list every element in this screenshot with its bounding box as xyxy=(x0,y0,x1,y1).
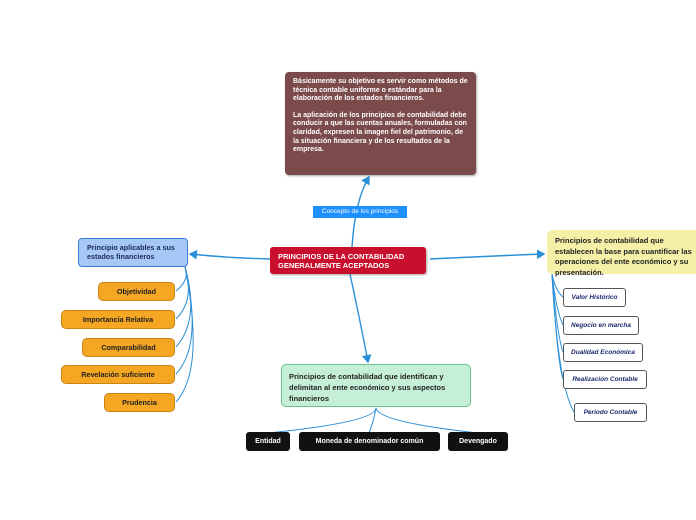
top-paragraph-2: La aplicación de los principios de conta… xyxy=(293,111,467,154)
link-bottom-3 xyxy=(375,407,479,434)
link-left-3 xyxy=(175,266,192,348)
top-paragraph-1: Básicamente su objetivo es servir como m… xyxy=(293,78,468,103)
bottom-child-devengado[interactable]: Devengado xyxy=(448,432,508,451)
right-child-realizacion-contable[interactable]: Realización Contable xyxy=(563,370,647,389)
right-child-negocio-en-marcha[interactable]: Negocio en marcha xyxy=(563,316,639,335)
link-left-4 xyxy=(175,266,193,375)
bottom-child-moneda-de-denominador-comun[interactable]: Moneda de denominador común xyxy=(299,432,440,451)
left-child-comparabilidad[interactable]: Comparabilidad xyxy=(82,338,175,357)
top-concept-box[interactable]: Básicamente su objetivo es servir como m… xyxy=(285,72,476,175)
link-central-bottom xyxy=(349,273,372,364)
right-child-valor-historico[interactable]: Valor Histórico xyxy=(563,288,626,307)
link-central-left xyxy=(188,249,271,260)
left-child-objetividad[interactable]: Objetividad xyxy=(98,282,175,301)
link-left-5 xyxy=(175,266,194,403)
link-central-right xyxy=(429,249,546,260)
right-child-periodo-contable[interactable]: Periodo Contable xyxy=(574,403,647,422)
link-bottom-1 xyxy=(267,407,377,434)
connector-label-concept: Concepto de los principios xyxy=(313,206,407,218)
right-main-node[interactable]: Principios de contabilidad que establece… xyxy=(547,230,696,277)
link-bottom-2 xyxy=(368,407,377,434)
central-node[interactable]: PRINCIPIOS DE LA CONTABILIDAD GENERALMEN… xyxy=(270,247,426,274)
link-left-1 xyxy=(175,266,187,292)
bottom-main-node[interactable]: Principios de contabilidad que identific… xyxy=(281,364,471,407)
left-child-importancia-relativa[interactable]: Importancia Relativa xyxy=(61,310,175,329)
right-child-dualidad-economica[interactable]: Dualidad Económica xyxy=(563,343,643,362)
left-main-node[interactable]: Principio aplicables a sus estados finan… xyxy=(78,238,188,267)
left-child-prudencia[interactable]: Prudencia xyxy=(104,393,175,412)
link-right-5 xyxy=(551,273,575,413)
bottom-child-entidad[interactable]: Entidad xyxy=(246,432,290,451)
left-child-revelacion-suficiente[interactable]: Revelación suficiente xyxy=(61,365,175,384)
